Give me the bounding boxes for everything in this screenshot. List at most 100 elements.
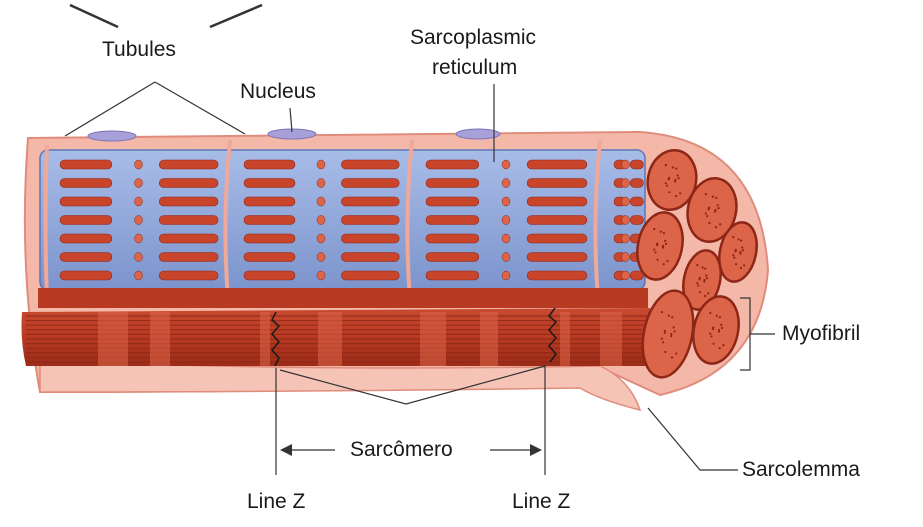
- reticulum-myofibril-bar: [244, 160, 295, 169]
- reticulum-cistern-dot: [622, 216, 630, 225]
- reticulum-myofibril-bar: [244, 216, 295, 225]
- myofilament-dot: [674, 180, 676, 182]
- myofilament-dot: [705, 274, 707, 276]
- myofilament-dot: [677, 177, 679, 179]
- reticulum-myofibril-bar: [244, 234, 295, 243]
- myofilament-dot: [740, 239, 742, 241]
- myofilament-dot: [661, 338, 663, 340]
- myofilament-dot: [742, 249, 744, 251]
- myofilament-dot: [702, 266, 704, 268]
- arrow-left-icon: [280, 444, 292, 456]
- reticulum-myofibril-bar: [426, 234, 479, 243]
- reticulum-myofibril-bar: [159, 253, 218, 262]
- reticulum-cistern-dot: [317, 160, 325, 169]
- myofilament-dot: [665, 164, 667, 166]
- myofilament-dot: [663, 232, 665, 234]
- myofilament-dot: [732, 254, 734, 256]
- reticulum-cistern-dot: [317, 179, 325, 188]
- myofilament-dot: [712, 343, 714, 345]
- label-myofibril: Myofibril: [782, 322, 860, 346]
- myofilament-dot: [716, 315, 718, 317]
- myofilament-dot: [668, 177, 670, 179]
- myofilament-dot: [714, 210, 716, 212]
- myofilament-dot: [673, 326, 675, 328]
- reticulum-myofibril-bar: [60, 234, 112, 243]
- myofilament-dot: [715, 226, 717, 228]
- arrow-right-icon: [530, 444, 542, 456]
- myofilament-dot: [656, 259, 658, 261]
- reticulum-myofibril-bar: [630, 179, 643, 188]
- reticulum-myofibril-bar: [527, 253, 587, 262]
- myofilament-dot: [719, 347, 721, 349]
- myofilament-dot: [660, 231, 662, 233]
- myofilament-dot: [703, 280, 705, 282]
- sarcomere-band: [480, 312, 498, 366]
- reticulum-myofibril-bar: [341, 271, 399, 280]
- myofilament-dot: [668, 314, 670, 316]
- reticulum-myofibril-bar: [426, 197, 479, 206]
- myofilament-dot: [718, 331, 720, 333]
- reticulum-myofibril-bar: [630, 216, 643, 225]
- myofilament-dot: [671, 316, 673, 318]
- myofilament-dot: [709, 312, 711, 314]
- myofilament-dot: [709, 333, 711, 335]
- myofilament-dot: [717, 204, 719, 206]
- reticulum-cistern-dot: [622, 234, 630, 243]
- reticulum-cistern-dot: [502, 234, 510, 243]
- myofilament-dot: [653, 228, 655, 230]
- reticulum-myofibril-bar: [244, 271, 295, 280]
- reticulum-myofibril-bar: [159, 197, 218, 206]
- reticulum-myofibril-bar: [60, 271, 112, 280]
- label-sarcoplasmic-line2: reticulum: [432, 56, 517, 80]
- reticulum-cistern-dot: [135, 216, 143, 225]
- reticulum-myofibril-bar: [426, 253, 479, 262]
- myofilament-dot: [670, 335, 672, 337]
- reticulum-myofibril-bar: [159, 234, 218, 243]
- myofilament-dot: [664, 330, 666, 332]
- reticulum-cistern-dot: [622, 253, 630, 262]
- reticulum-myofibril-bar: [527, 179, 587, 188]
- reticulum-cistern-dot: [622, 160, 630, 169]
- sarcomere-band: [260, 312, 270, 366]
- myofilament-dot: [666, 185, 668, 187]
- myofilament-dot: [719, 223, 721, 225]
- reticulum-cistern-dot: [502, 216, 510, 225]
- reticulum-myofibril-bar: [426, 160, 479, 169]
- myofilament-dot: [665, 243, 667, 245]
- myofilament-dot: [743, 264, 745, 266]
- myofilament-dot: [704, 295, 706, 297]
- myofilament-dot: [665, 182, 667, 184]
- myofilament-dot: [705, 193, 707, 195]
- label-nucleus: Nucleus: [240, 80, 316, 104]
- myofilament-dot: [708, 222, 710, 224]
- label-line-z-right: Line Z: [512, 490, 570, 514]
- reticulum-myofibril-bar: [159, 271, 218, 280]
- sarcolemma-flap: [40, 360, 640, 410]
- myofilament-dot: [662, 341, 664, 343]
- reticulum-myofibril-bar: [341, 179, 399, 188]
- reticulum-myofibril-bar: [426, 179, 479, 188]
- reticulum-myofibril-bar: [60, 216, 112, 225]
- reticulum-myofibril-bar: [341, 197, 399, 206]
- myofilament-dot: [696, 264, 698, 266]
- reticulum-cistern-dot: [135, 179, 143, 188]
- myofilament-dot: [699, 291, 701, 293]
- reticulum-myofibril-bar: [630, 160, 643, 169]
- myofilament-dot: [662, 247, 664, 249]
- reticulum-cistern-dot: [317, 271, 325, 280]
- myofilament-dot: [664, 351, 666, 353]
- reticulum-cistern-dot: [317, 234, 325, 243]
- myofilament-dot: [712, 196, 714, 198]
- sarcomere-band: [150, 312, 170, 366]
- reticulum-myofibril-bar: [426, 216, 479, 225]
- reticulum-myofibril-bar: [630, 197, 643, 206]
- myofilament-dot: [722, 344, 724, 346]
- myofilament-dot: [741, 246, 743, 248]
- myofilament-dot: [663, 263, 665, 265]
- myofilament-dot: [656, 243, 658, 245]
- myofilament-dot: [677, 174, 679, 176]
- myofilament-dot: [706, 277, 708, 279]
- myofilament-dot: [720, 324, 722, 326]
- reticulum-myofibril-bar: [527, 216, 587, 225]
- reticulum-myofibril-bar: [60, 179, 112, 188]
